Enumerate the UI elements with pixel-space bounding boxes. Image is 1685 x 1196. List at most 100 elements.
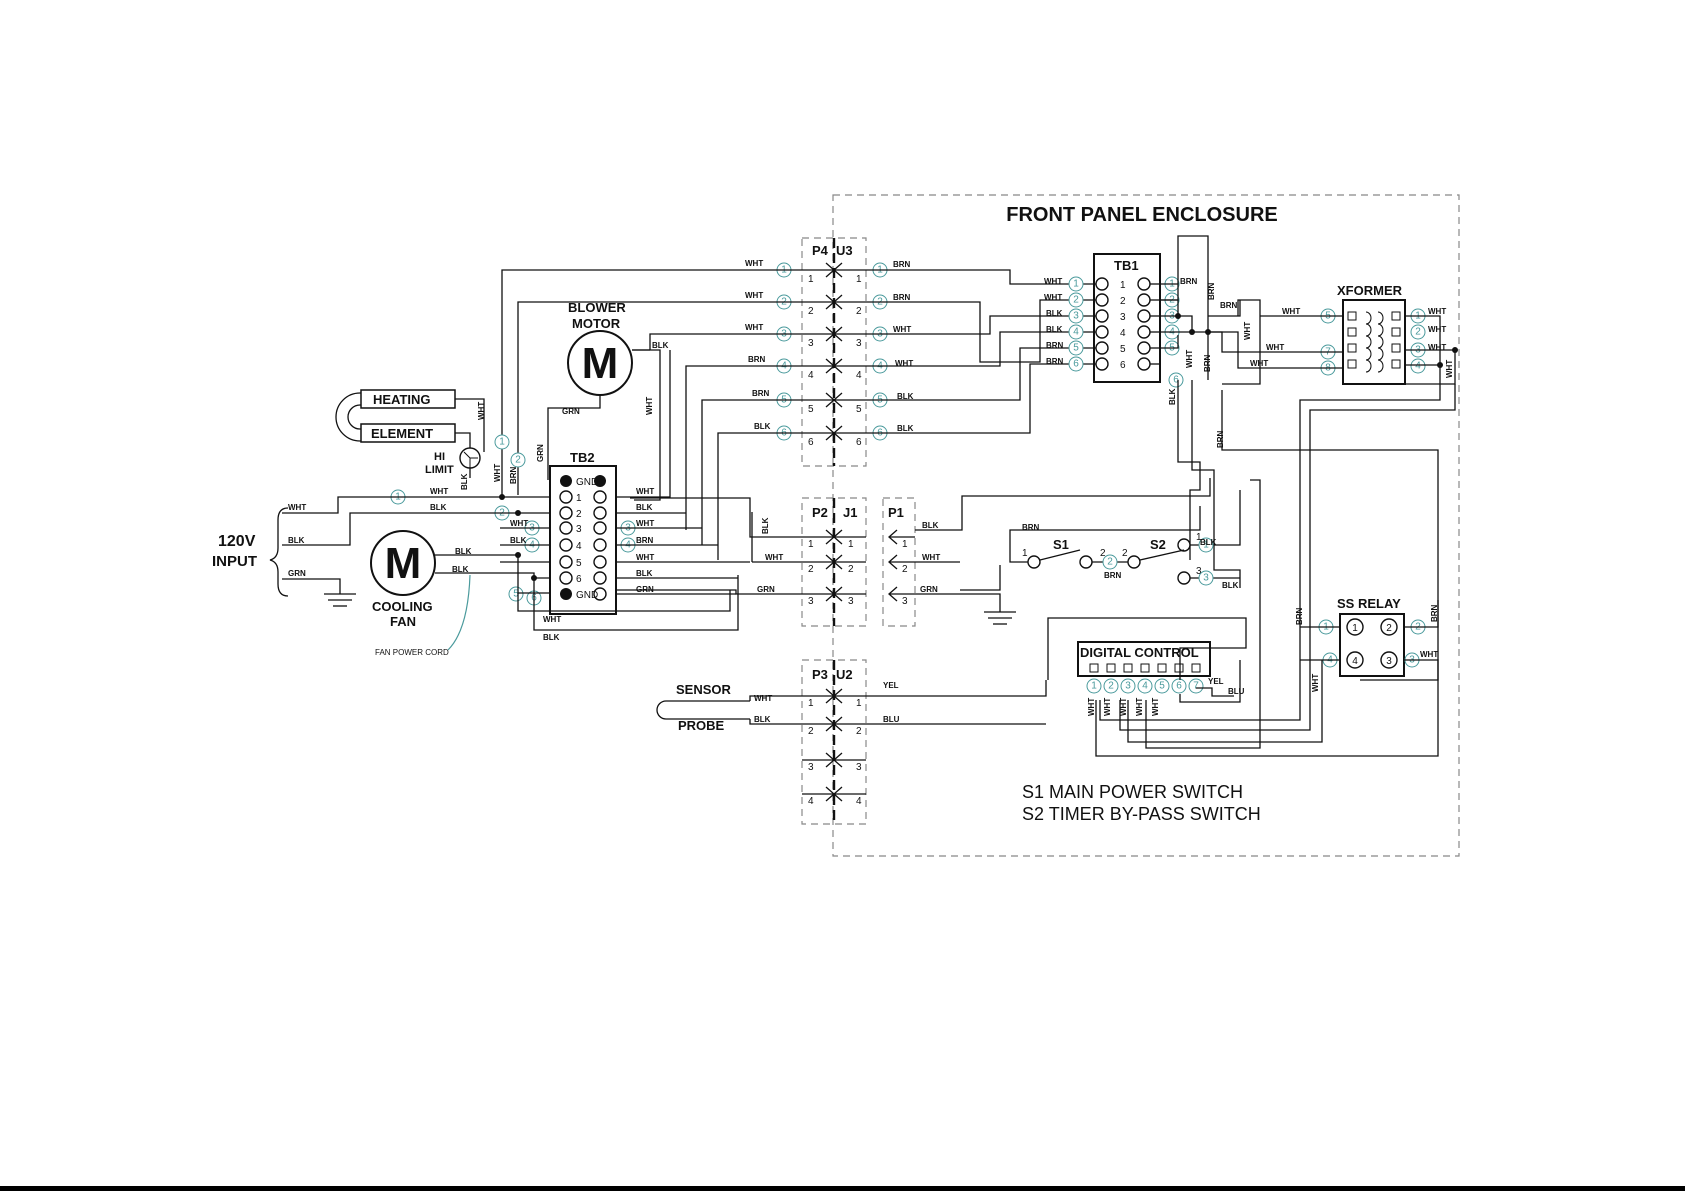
wire-label: WHT <box>430 487 448 496</box>
terminal-marker: 2 <box>510 452 526 468</box>
wire-label: WHT <box>1445 360 1454 378</box>
tb2-left-terminal <box>559 521 573 535</box>
pin-number: 2 <box>856 726 862 737</box>
page-bottom-rule <box>0 1186 1685 1191</box>
tb1-left-terminal <box>1095 325 1109 339</box>
wire-label: WHT <box>1266 343 1284 352</box>
wire-label: BLK <box>455 547 472 556</box>
wire-label: BLK <box>1046 325 1063 334</box>
wire-label: BLK <box>636 569 653 578</box>
pin-number: 3 <box>1196 566 1202 577</box>
pin-number: 2 <box>808 564 814 575</box>
digital-control-label: DIGITAL CONTROL <box>1080 645 1199 660</box>
terminal-marker: 5 <box>1068 340 1084 356</box>
svg-text:1: 1 <box>1203 540 1209 551</box>
terminal-marker: 1 <box>1068 276 1084 292</box>
svg-text:5: 5 <box>1159 681 1165 692</box>
xformer-secondary-pin <box>1391 311 1401 321</box>
hi-label: HI <box>434 451 445 463</box>
wire-label: BLK <box>754 715 771 724</box>
pin-number: 1 <box>856 698 862 709</box>
tb2-right-terminal <box>593 538 607 552</box>
wire-label: BLK <box>510 536 527 545</box>
xformer-wires <box>1099 299 1456 731</box>
wire-label: WHT <box>1119 698 1128 716</box>
pin-number: 4 <box>808 370 814 381</box>
tb2-right-terminal <box>593 490 607 504</box>
pin-number: 2 <box>808 306 814 317</box>
tb1-left-terminal <box>1095 309 1109 323</box>
wire-label: WHT <box>1151 698 1160 716</box>
legend-line-2: S2 TIMER BY-PASS SWITCH <box>1022 804 1261 824</box>
sensor-probe <box>656 680 1047 725</box>
wire-label: WHT <box>922 553 940 562</box>
motor-label: MOTOR <box>572 316 621 331</box>
tb2-left-terminal <box>559 538 573 552</box>
terminal-marker: 6 <box>1068 356 1084 372</box>
tb1-right-terminal <box>1137 293 1151 307</box>
wire-label: WHT <box>754 694 772 703</box>
element-label: ELEMENT <box>371 426 433 441</box>
digital-control-wires <box>1047 479 1261 749</box>
svg-text:5: 5 <box>1073 343 1079 354</box>
p4-label: P4 <box>812 243 829 258</box>
wire-label: GRN <box>536 444 545 462</box>
pin-number: 3 <box>808 762 814 773</box>
pin-number: 3 <box>856 338 862 349</box>
p1-right-wires <box>915 478 1211 563</box>
pin-number: 2 <box>1120 296 1126 307</box>
wire-label: WHT <box>636 519 654 528</box>
wire-label: GRN <box>562 407 580 416</box>
wire-label: BRN <box>752 389 770 398</box>
ss-relay-terminal <box>1380 618 1398 636</box>
svg-text:4: 4 <box>1142 681 1148 692</box>
wire-label: WHT <box>1250 359 1268 368</box>
svg-text:2: 2 <box>1107 557 1113 568</box>
limit-label: LIMIT <box>425 464 454 476</box>
wire-label: WHT <box>645 397 654 415</box>
pin-number: 2 <box>808 726 814 737</box>
svg-text:5: 5 <box>513 589 519 600</box>
tb2-left-terminal <box>560 588 572 600</box>
connector-p3-u2-outline <box>801 659 867 825</box>
wire-label: BRN <box>1022 523 1040 532</box>
tb1-right-wires <box>1160 235 1439 681</box>
tb1-left-terminal <box>1095 277 1109 291</box>
tb1-left-terminal <box>1095 293 1109 307</box>
tb1-right-terminal <box>1137 325 1151 339</box>
pin-number: 5 <box>1120 344 1126 355</box>
digital-control-pin <box>1089 663 1099 673</box>
tb2-row-label: GND <box>576 477 598 488</box>
wire-label: GRN <box>920 585 938 594</box>
svg-text:6: 6 <box>1176 681 1182 692</box>
tb2-row-label: 1 <box>576 493 582 504</box>
wire-label: YEL <box>883 681 899 690</box>
xformer-secondary-pin <box>1391 327 1401 337</box>
wire-label: WHT <box>1428 307 1446 316</box>
wire-label: WHT <box>1103 698 1112 716</box>
wire-label: WHT <box>893 325 911 334</box>
s1-label: S1 <box>1053 537 1069 552</box>
pin-number: 1 <box>1196 532 1202 543</box>
wire-label: BLK <box>652 341 669 350</box>
wire-label: BLK <box>636 503 653 512</box>
p2-left-wires <box>616 497 802 595</box>
ss-relay-terminal <box>1346 651 1364 669</box>
p2-label: P2 <box>812 505 828 520</box>
terminal-marker: 4 <box>1137 678 1153 694</box>
wire-label: BRN <box>1046 357 1064 366</box>
svg-text:2: 2 <box>515 455 521 466</box>
ss-relay-wires <box>1095 600 1439 757</box>
digital-control-pin <box>1140 663 1150 673</box>
svg-text:4: 4 <box>1073 327 1079 338</box>
wire-label: BRN <box>1430 604 1439 622</box>
svg-text:4: 4 <box>1415 361 1421 372</box>
probe-label: PROBE <box>678 718 725 733</box>
pin-number: 3 <box>856 762 862 773</box>
svg-text:1: 1 <box>1073 279 1079 290</box>
terminal-marker: 7 <box>1188 678 1204 694</box>
wire-label: WHT <box>636 487 654 496</box>
